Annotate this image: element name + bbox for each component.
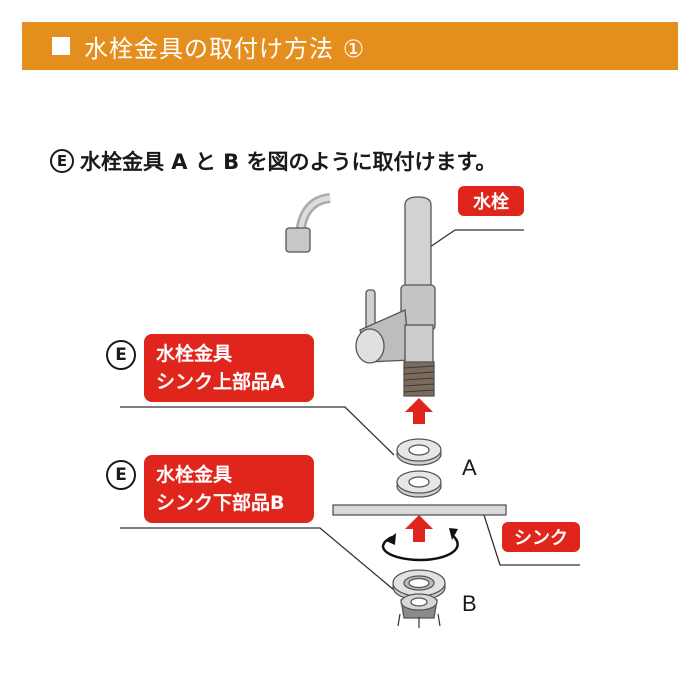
sink-tag: シンク <box>502 522 580 552</box>
up-arrow-icon <box>405 515 433 542</box>
header-title: 水栓金具の取付け方法 ① <box>84 34 366 63</box>
part-a-line2: シンク上部品A <box>156 371 285 393</box>
faucet-illustration <box>355 196 436 397</box>
part-b-illustration <box>392 569 446 628</box>
part-a-tag: 水栓金具 シンク上部品A <box>144 334 314 402</box>
part-a-line1: 水栓金具 <box>156 343 233 365</box>
part-a-marker: E <box>106 340 136 370</box>
part-a-leader-line <box>120 406 395 456</box>
sink-plate <box>332 504 507 516</box>
letter-b: B <box>462 591 477 616</box>
part-b-marker: E <box>106 460 136 490</box>
part-a-illustration <box>396 438 442 498</box>
hose-illustration <box>285 193 331 253</box>
instruction-line: E 水栓金具 A と B を図のように取付けます。 <box>50 146 496 176</box>
part-b-leader-line <box>120 527 395 591</box>
part-b-tag: 水栓金具 シンク下部品B <box>144 455 314 523</box>
rotate-arrow-icon <box>382 534 459 562</box>
part-b-line2: シンク下部品B <box>156 492 285 514</box>
section-header: 水栓金具の取付け方法 ① <box>22 22 678 70</box>
header-square-icon <box>52 37 70 55</box>
faucet-tag: 水栓 <box>458 186 524 216</box>
instruction-marker: E <box>50 149 74 173</box>
part-b-line1: 水栓金具 <box>156 464 233 486</box>
instruction-text: 水栓金具 A と B を図のように取付けます。 <box>80 150 497 174</box>
letter-a: A <box>462 455 477 480</box>
faucet-leader-line <box>429 229 456 248</box>
up-arrow-icon <box>405 398 433 424</box>
sink-leader-line <box>482 511 580 566</box>
